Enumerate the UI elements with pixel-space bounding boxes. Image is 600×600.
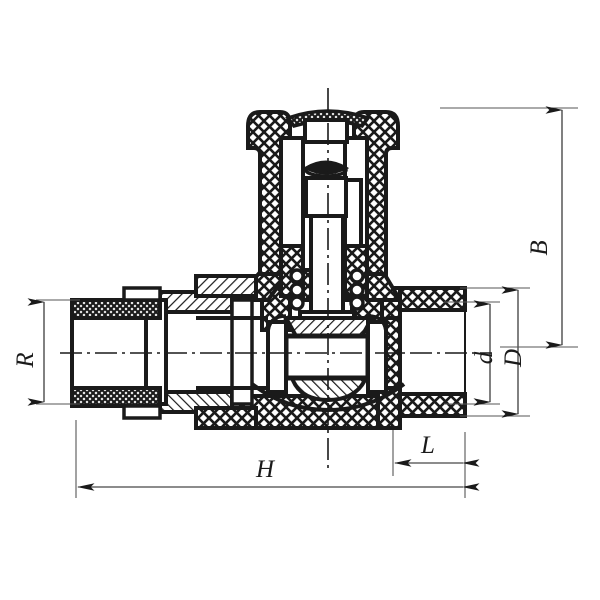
- dimension-label-d: d: [471, 351, 498, 364]
- dimension-label-D: D: [500, 349, 527, 368]
- inlet-union-nut: [144, 274, 258, 430]
- dimension-lines: [27, 106, 578, 498]
- dimension-d: [444, 300, 500, 406]
- dimension-label-B: B: [526, 240, 553, 255]
- dimension-label-L: L: [420, 432, 435, 459]
- dimension-D: [460, 286, 530, 418]
- stem-cap: [302, 118, 350, 218]
- ball-element: [250, 314, 406, 413]
- packing-seals: [289, 268, 365, 311]
- inlet-pipe: [70, 286, 162, 420]
- dimension-L: [392, 430, 480, 476]
- centerlines: [60, 88, 492, 470]
- dimension-label-H: H: [255, 456, 276, 483]
- valve-assembly: [70, 109, 467, 430]
- dimension-labels: R d D B H L: [12, 240, 553, 483]
- dimension-R: [27, 298, 80, 406]
- dimension-label-R: R: [12, 352, 39, 368]
- dimension-B: [440, 106, 578, 349]
